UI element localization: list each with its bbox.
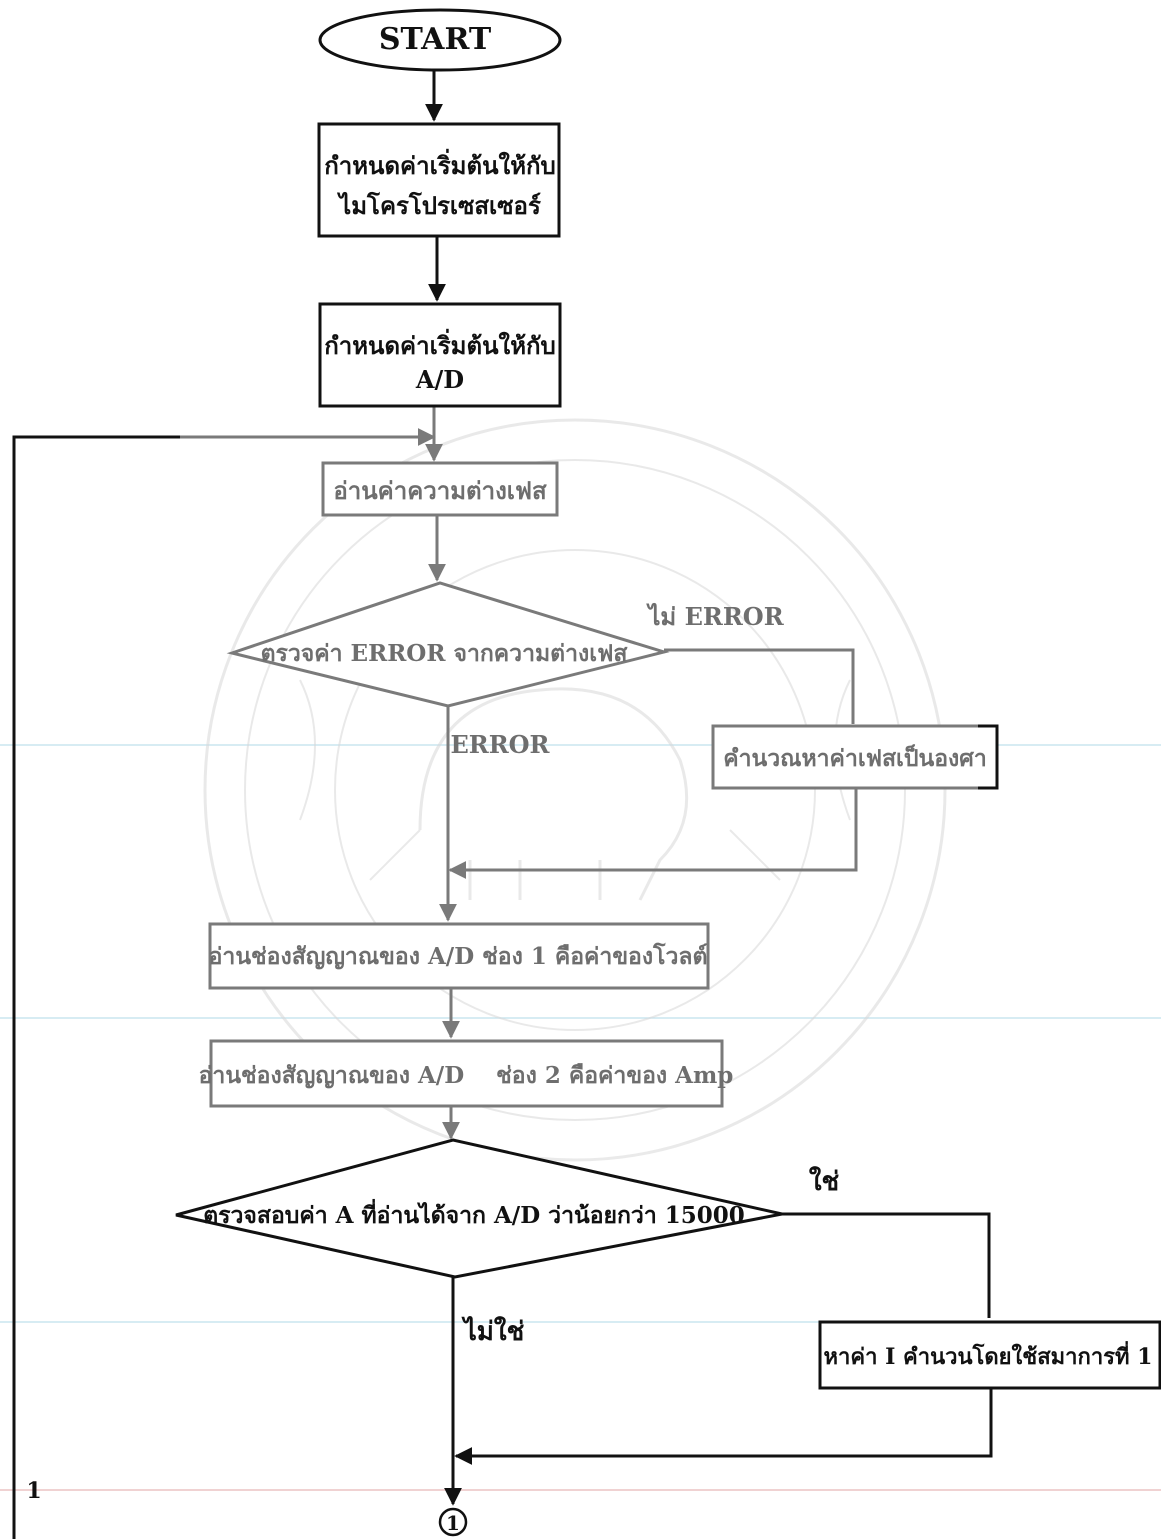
process-calc-i: หาค่า I คำนวนโดยใช้สมาการที่ 1 [818, 1320, 1161, 1390]
init-mcu-line1: กำหนดค่าเริ่มต้นให้กับ [324, 148, 556, 180]
process-read-ch2: อ่านช่องสัญญาณของ A/D ช่อง 2 คือค่าของ A… [199, 1039, 734, 1108]
decision-check-error: ตรวจค่า ERROR จากความต่างเฟส [226, 581, 670, 708]
calc-i-label: หาค่า I คำนวนโดยใช้สมาการที่ 1 [824, 1340, 1153, 1370]
page-marker: 1 [26, 1478, 41, 1504]
process-read-phase: อ่านค่าความต่างเฟส [321, 461, 559, 517]
start-terminator: START [318, 8, 562, 72]
init-ad-line2: A/D [415, 365, 464, 394]
check-error-label: ตรวจค่า ERROR จากความต่างเฟส [261, 640, 629, 667]
process-init-ad: กำหนดค่าเริ่มต้นให้กับ A/D [318, 302, 562, 408]
no-error-label: ไม่ ERROR [645, 602, 784, 631]
init-mcu-line2: ไมโครโปรเซสเซอร์ [336, 191, 541, 220]
process-read-ch1: อ่านช่องสัญญาณของ A/D ช่อง 1 คือค่าของโว… [208, 922, 710, 990]
calc-phase-label: คำนวณหาค่าเฟสเป็นองศา [723, 743, 987, 772]
connector-label: 1 [446, 1511, 460, 1535]
process-calc-phase: คำนวณหาค่าเฟสเป็นองศา [711, 724, 999, 790]
process-init-microprocessor: กำหนดค่าเริ่มต้นให้กับ ไมโครโปรเซสเซอร์ [317, 122, 561, 238]
init-ad-line1: กำหนดค่าเริ่มต้นให้กับ [324, 328, 556, 360]
check-a-label: ตรวจสอบค่า A ที่อ่านได้จาก A/D ว่าน้อยกว… [203, 1198, 745, 1229]
yes-label: ใช่ [809, 1166, 839, 1197]
off-page-connector: 1 [438, 1507, 468, 1537]
read-ch1-label: อ่านช่องสัญญาณของ A/D ช่อง 1 คือค่าของโว… [209, 942, 708, 970]
read-ch2-label: อ่านช่องสัญญาณของ A/D ช่อง 2 คือค่าของ A… [199, 1062, 734, 1089]
error-label: ERROR [450, 730, 550, 759]
decision-check-a: ตรวจสอบค่า A ที่อ่านได้จาก A/D ว่าน้อยกว… [175, 1138, 783, 1279]
read-phase-label: อ่านค่าความต่างเฟส [333, 476, 547, 505]
start-label: START [379, 22, 492, 57]
no-label: ไม่ใช่ [461, 1315, 525, 1347]
connector-lines [12, 70, 993, 1539]
university-seal-watermark [203, 418, 947, 1162]
